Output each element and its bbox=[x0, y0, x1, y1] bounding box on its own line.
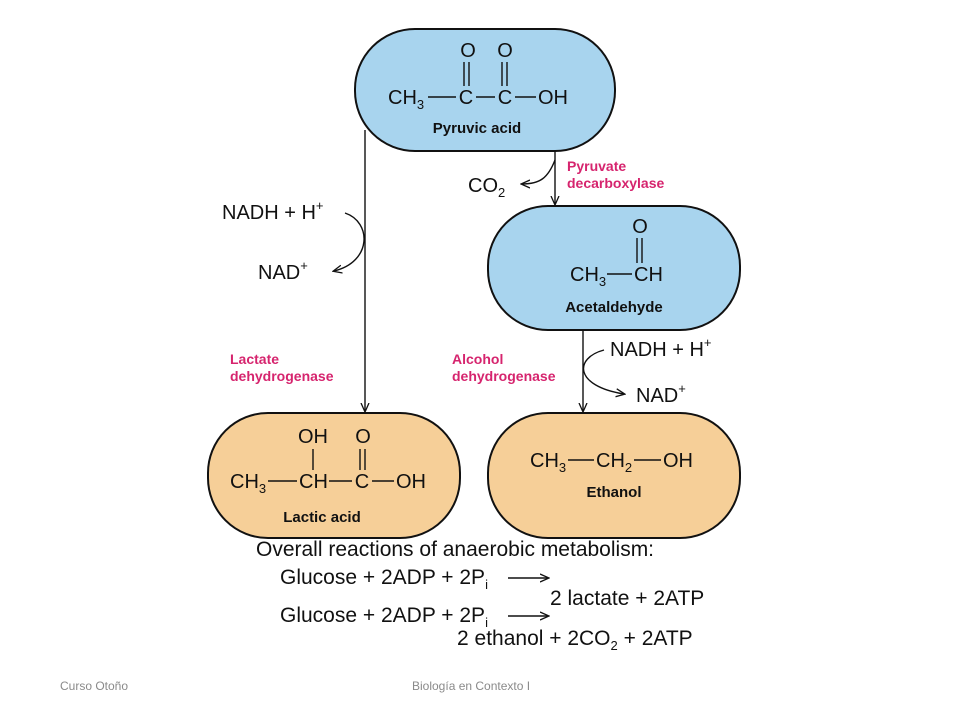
acetaldehyde-box bbox=[487, 205, 741, 331]
svg-text:CH2: CH2 bbox=[596, 450, 632, 475]
reaction-1-left: Glucose + 2ADP + 2Pi bbox=[280, 566, 488, 592]
overall-title: Overall reactions of anaerobic metabolis… bbox=[256, 538, 654, 561]
nadh-label-right: NADH + H+ bbox=[610, 335, 712, 361]
nadh-nad-arrow-right bbox=[582, 349, 624, 394]
svg-text:OH: OH bbox=[396, 471, 426, 493]
svg-text:Lactate: Lactate bbox=[230, 351, 279, 367]
svg-text:OH: OH bbox=[298, 426, 328, 448]
svg-text:C: C bbox=[355, 471, 369, 493]
acetaldehyde-formula: O CH3 CH bbox=[570, 216, 663, 289]
svg-text:CH3: CH3 bbox=[230, 471, 266, 496]
svg-text:dehydrogenase: dehydrogenase bbox=[230, 368, 334, 384]
svg-text:CH3: CH3 bbox=[530, 450, 566, 475]
svg-text:O: O bbox=[632, 216, 648, 238]
svg-text:C: C bbox=[498, 87, 512, 109]
nad-label-left: NAD+ bbox=[258, 258, 308, 284]
ethanol-formula: CH3 CH2 OH bbox=[530, 450, 693, 475]
pyruvate-decarboxylase-label: Pyruvate decarboxylase bbox=[567, 158, 664, 191]
co2-release-arrow bbox=[522, 159, 556, 184]
svg-text:O: O bbox=[497, 40, 513, 62]
svg-text:CH3: CH3 bbox=[388, 87, 424, 112]
lactic-acid-box bbox=[207, 412, 461, 539]
svg-text:OH: OH bbox=[663, 450, 693, 472]
svg-text:C: C bbox=[459, 87, 473, 109]
co2-label: CO2 bbox=[468, 175, 505, 200]
nadh-nad-arrow-left bbox=[334, 212, 365, 271]
lactate-dehydrogenase-label: Lactate dehydrogenase bbox=[230, 351, 334, 384]
svg-text:CH: CH bbox=[299, 471, 328, 493]
svg-text:O: O bbox=[460, 40, 476, 62]
nadh-label-left: NADH + H+ bbox=[222, 198, 324, 224]
pyruvic-acid-formula: O O CH3 C C OH bbox=[388, 40, 568, 112]
pyruvic-acid-label: Pyruvic acid bbox=[433, 120, 521, 137]
alcohol-dehydrogenase-label: Alcohol dehydrogenase bbox=[452, 351, 556, 384]
pyruvic-acid-box bbox=[354, 28, 616, 152]
reaction-2-right: 2 ethanol + 2CO2 + 2ATP bbox=[457, 627, 693, 653]
footer-subject: Biología en Contexto I bbox=[412, 679, 531, 693]
lactic-acid-formula: OH O CH3 CH C OH bbox=[230, 426, 426, 496]
ethanol-label: Ethanol bbox=[587, 484, 642, 501]
svg-text:Alcohol: Alcohol bbox=[452, 351, 503, 367]
svg-text:OH: OH bbox=[538, 87, 568, 109]
svg-text:CH: CH bbox=[634, 264, 663, 286]
footer-course: Curso Otoño bbox=[60, 679, 129, 693]
reaction-1-right: 2 lactate + 2ATP bbox=[550, 587, 704, 610]
svg-text:decarboxylase: decarboxylase bbox=[567, 175, 664, 191]
svg-text:CH3: CH3 bbox=[570, 264, 606, 289]
lactic-acid-label: Lactic acid bbox=[283, 509, 361, 526]
nad-label-right: NAD+ bbox=[636, 381, 686, 407]
reaction-2-left: Glucose + 2ADP + 2Pi bbox=[280, 604, 488, 630]
acetaldehyde-label: Acetaldehyde bbox=[565, 299, 663, 316]
ethanol-box bbox=[487, 412, 741, 539]
svg-text:dehydrogenase: dehydrogenase bbox=[452, 368, 556, 384]
svg-text:Pyruvate: Pyruvate bbox=[567, 158, 626, 174]
svg-text:O: O bbox=[355, 426, 371, 448]
